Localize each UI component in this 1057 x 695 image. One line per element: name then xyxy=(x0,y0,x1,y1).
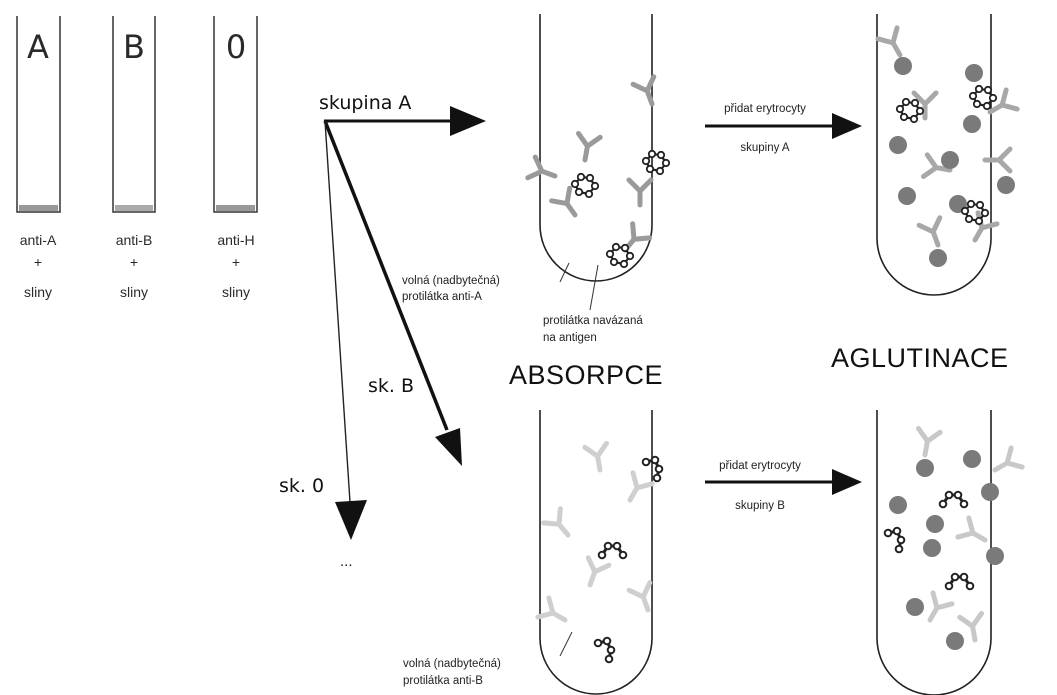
tube-letter: A xyxy=(27,28,49,66)
step-label-top: přidat erytrocyty xyxy=(724,103,806,115)
plus-sign: + xyxy=(232,254,240,270)
tube-reagent-label: anti-H xyxy=(217,232,254,248)
annotation-bound-antibody-2: na antigen xyxy=(543,332,597,344)
branch-label-group-a: skupina A xyxy=(319,92,411,114)
branch-arrows xyxy=(324,106,486,540)
erythrocytes xyxy=(889,450,1004,650)
arrowhead-icon xyxy=(832,469,862,495)
tube-agglutination-a xyxy=(877,14,1017,295)
arrowhead-icon xyxy=(435,428,462,466)
annotation-free-antibody-b: volná (nadbytečná) xyxy=(403,658,501,670)
tube-sample-label: sliny xyxy=(24,284,52,300)
branch-label-group-0: sk. 0 xyxy=(279,475,324,497)
tube-reagent-label: anti-A xyxy=(20,232,57,248)
tube-agglutination-b xyxy=(877,410,1022,695)
arrowhead-icon xyxy=(335,500,367,540)
tube-absorption-a xyxy=(528,14,669,281)
tube-letter: B xyxy=(123,28,145,66)
arrow-add-erythrocytes-a xyxy=(705,113,862,139)
annotation-free-antibody-a-2: protilátka anti-A xyxy=(402,291,482,303)
step-label-bottom: skupiny A xyxy=(740,142,790,154)
tube-absorption-b xyxy=(538,410,662,694)
small-tube-a: A anti-A + sliny xyxy=(17,16,60,300)
step-label-bottom: skupiny B xyxy=(735,500,785,512)
small-tube-0: 0 anti-H + sliny xyxy=(214,16,257,300)
heading-absorption: ABSORPCE xyxy=(509,360,663,390)
annotation-free-antibody-b-2: protilátka anti-B xyxy=(403,675,483,687)
heading-agglutination: AGLUTINACE xyxy=(831,343,1009,373)
step-label-top: přidat erytrocyty xyxy=(719,460,801,472)
ellipsis: ... xyxy=(340,553,353,570)
plus-sign: + xyxy=(130,254,138,270)
tube-sample-label: sliny xyxy=(120,284,148,300)
arrow-add-erythrocytes-b xyxy=(705,469,862,495)
arrowhead-icon xyxy=(450,106,486,136)
small-tube-b: B anti-B + sliny xyxy=(113,16,155,300)
arrowhead-icon xyxy=(832,113,862,139)
annotation-bound-antibody: protilátka navázaná xyxy=(543,315,643,327)
tube-letter: 0 xyxy=(226,28,246,66)
branch-label-group-b: sk. B xyxy=(368,375,414,397)
tube-reagent-label: anti-B xyxy=(116,232,153,248)
tube-sample-label: sliny xyxy=(222,284,250,300)
annotation-free-antibody-a: volná (nadbytečná) xyxy=(402,275,500,287)
plus-sign: + xyxy=(34,254,42,270)
